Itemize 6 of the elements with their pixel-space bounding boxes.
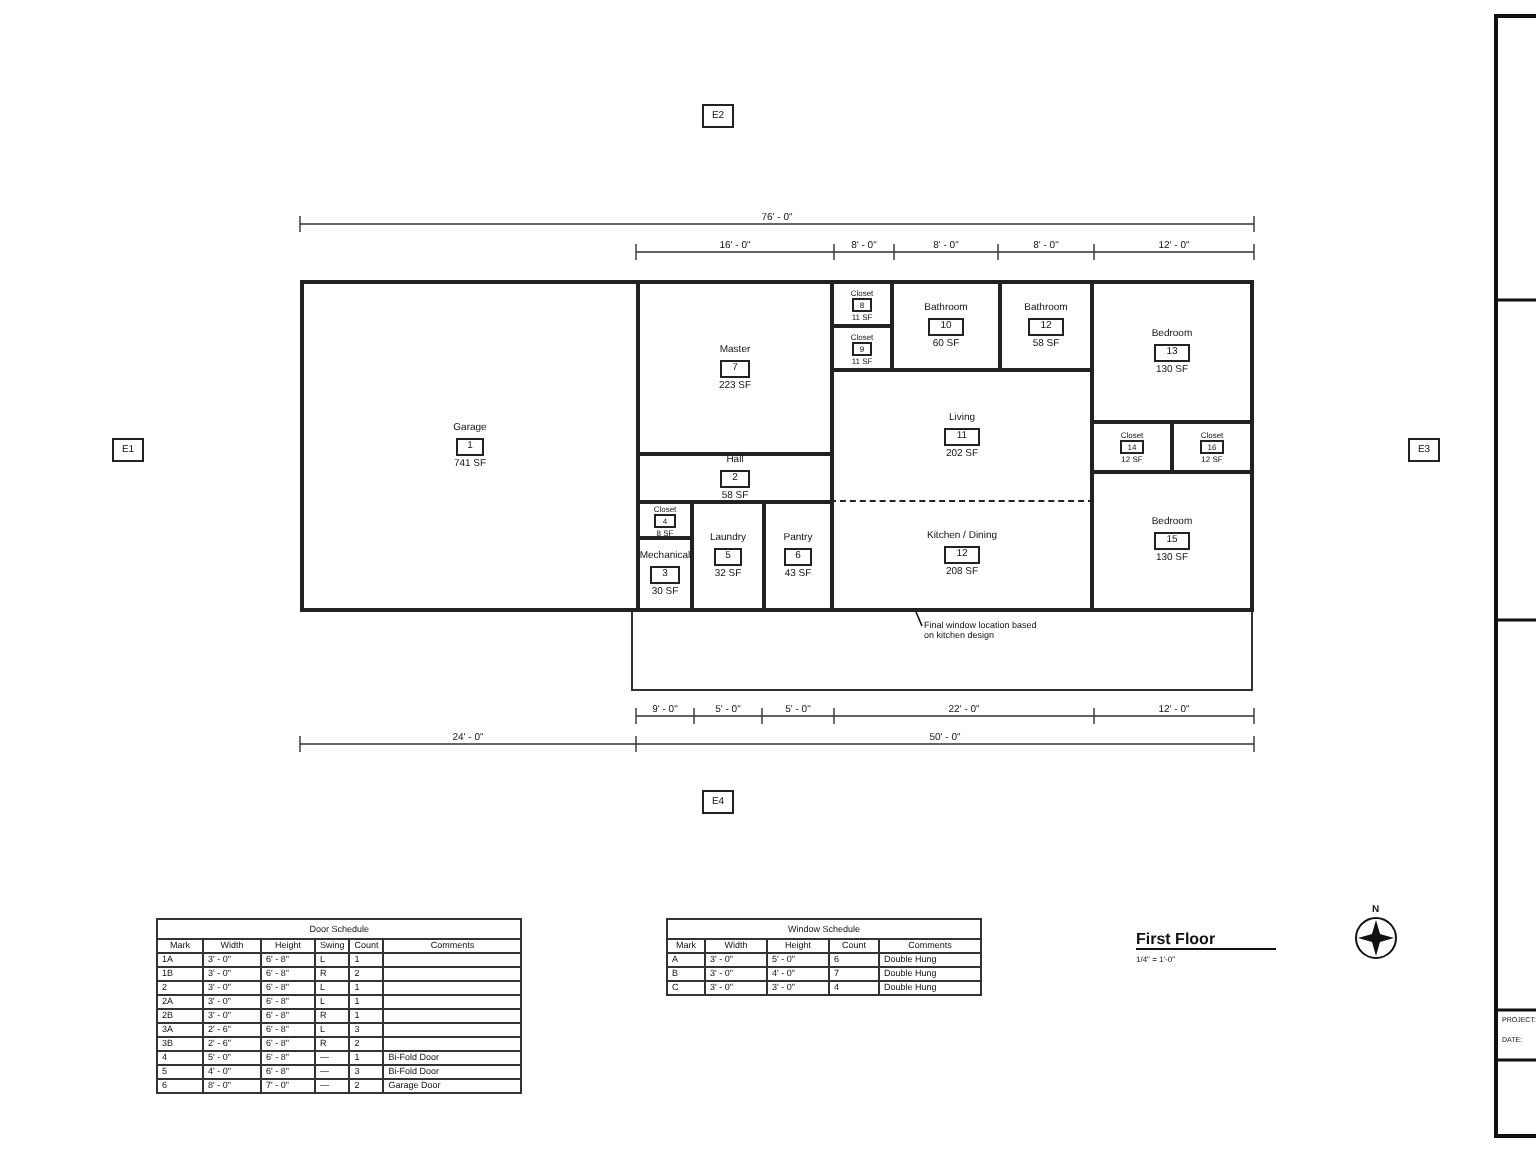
view-title: First Floor (1136, 930, 1276, 950)
room-outline (300, 280, 640, 612)
room-outline (1090, 470, 1254, 612)
leader-line (915, 611, 923, 627)
room-outline (1090, 280, 1254, 424)
room-outline (830, 500, 1094, 612)
